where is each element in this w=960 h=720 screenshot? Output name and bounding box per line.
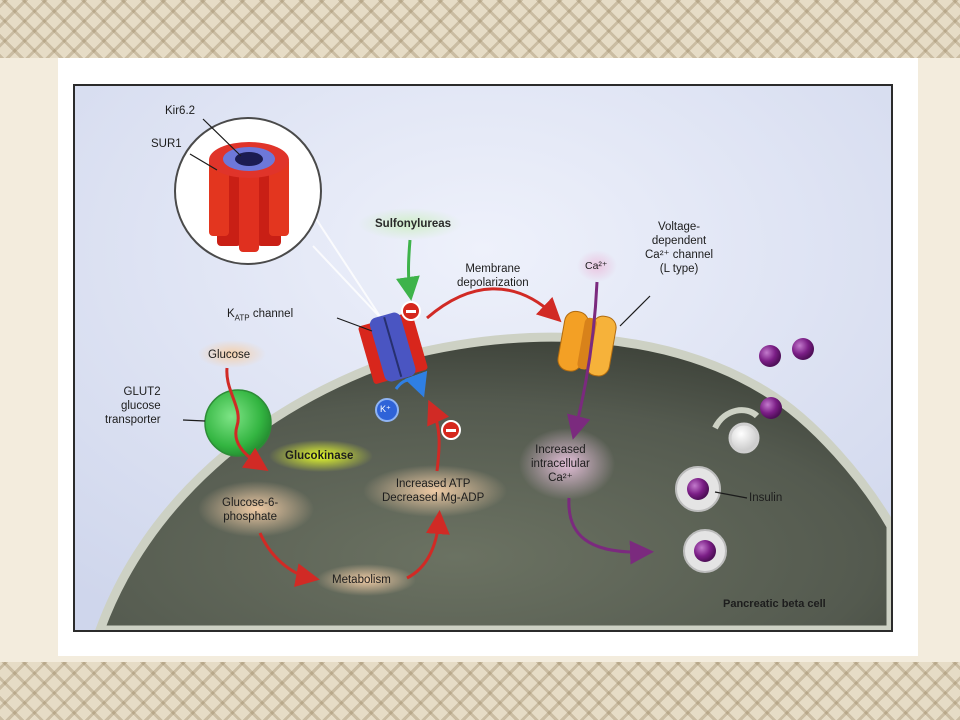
cell-label: Pancreatic beta cell (723, 598, 826, 610)
intracellular-calcium-line: intracellular (531, 458, 590, 471)
g6p-line: phosphate (223, 511, 277, 524)
insulin-granule (694, 540, 716, 562)
g6p-to-metabolism-arrow (258, 532, 320, 587)
metabolism-glow (316, 564, 416, 596)
insulin-granule (687, 478, 709, 500)
glut2-line: transporter (105, 414, 161, 427)
inhibit-bar (406, 310, 416, 313)
glut2-leader-line (182, 419, 206, 422)
g6p-glow (198, 481, 314, 537)
sulfonylureas-label: Sulfonylureas (375, 218, 452, 230)
insulin-granule-released (759, 345, 781, 367)
sulfonylurea-arrow (396, 239, 420, 301)
membrane-depolarization-line: Membrane (465, 263, 521, 275)
decorative-border-bottom (0, 662, 960, 720)
membrane-depolarization-label: Membrane depolarization (457, 262, 529, 290)
inhibit-bar (446, 429, 456, 432)
insulin-granule-released (760, 397, 782, 419)
fusing-vesicle (728, 422, 760, 454)
voltage-channel-label: Voltage- dependent Ca²⁺ channel (L type) (645, 220, 713, 276)
voltage-channel-line: Voltage- (657, 221, 701, 233)
glucose-entry-arrow (225, 367, 269, 471)
beta-cell-diagram: Kir6.2 SUR1 Sulfonylureas KATP channel M… (73, 84, 893, 632)
membrane-depolarization-line: depolarization (457, 277, 529, 290)
sur-label: SUR1 (151, 138, 182, 150)
ca-ion-label: Ca²⁺ (585, 260, 608, 272)
potassium-label: K⁺ (380, 404, 391, 414)
calcium-influx-arrow (567, 281, 599, 440)
atp-glow (363, 465, 507, 517)
insulin-label: Insulin (749, 492, 783, 504)
glucose-label: Glucose (208, 349, 251, 361)
calcium-channel-leader (619, 295, 651, 327)
atp-arrow (427, 399, 450, 472)
insulin-leader-line (714, 491, 748, 499)
g6p-label: Glucose-6- phosphate (222, 496, 278, 524)
atp-line: Increased ATP (395, 478, 471, 490)
sur-leader-line (189, 153, 218, 171)
voltage-channel-line: Ca²⁺ channel (645, 249, 714, 262)
metabolism-to-atp-arrow (406, 510, 450, 580)
sulfonylureas-glow (358, 208, 462, 240)
insulin-granule-released (792, 338, 814, 360)
atp-line: Decreased Mg-ADP (382, 492, 485, 505)
calcium-to-insulin-arrow (567, 497, 654, 565)
glucose-glow (198, 340, 266, 368)
katp-channel (358, 312, 428, 384)
intracellular-ca-glow (519, 428, 615, 500)
glucokinase-label: Glucokinase (285, 450, 354, 462)
voltage-channel-line: (L type) (659, 263, 699, 276)
ca-ion-glow (577, 250, 617, 282)
voltage-channel-line: dependent (651, 235, 707, 248)
glut2-line: glucose (120, 400, 161, 413)
katp-leader-line (336, 317, 373, 332)
intracellular-calcium-line: Ca²⁺ (548, 472, 573, 485)
intracellular-calcium-line: Increased (535, 444, 586, 456)
depolarization-arrow (426, 287, 562, 323)
potassium-ion (375, 398, 399, 422)
g6p-line: Glucose-6- (222, 497, 279, 509)
intracellular-calcium-label: Increased intracellular Ca²⁺ (531, 443, 590, 485)
atp-label: Increased ATP Decreased Mg-ADP (382, 477, 484, 505)
exocytosis-pocket (712, 407, 760, 430)
kir-label: Kir6.2 (165, 105, 196, 117)
glucokinase-glow (269, 440, 373, 472)
katp-octamer-model (209, 142, 289, 252)
potassium-arrow (394, 370, 428, 398)
katp-channel-label: KATP channel (227, 308, 294, 323)
decorative-border-top (0, 0, 960, 58)
diagram-canvas (75, 86, 891, 630)
metabolism-label: Metabolism (332, 574, 391, 586)
glut2-line: GLUT2 (123, 386, 161, 398)
kir-leader-line (202, 118, 242, 157)
glut2-label: GLUT2 glucose transporter (105, 385, 161, 427)
